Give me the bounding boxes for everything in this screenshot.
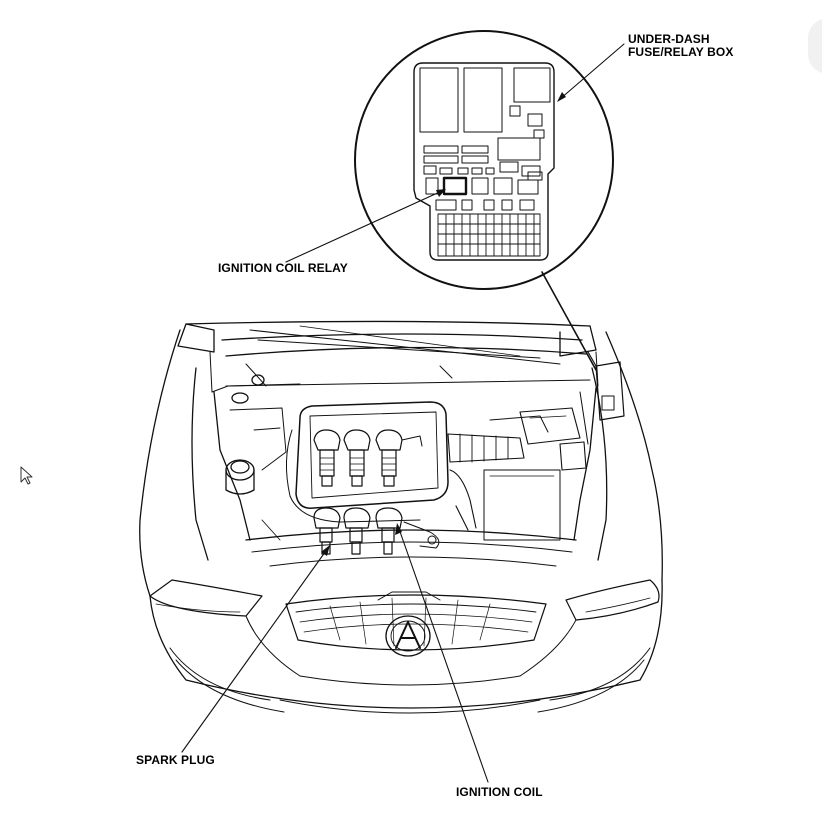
radiator-support (245, 529, 577, 541)
leader-ignition-coil (397, 525, 489, 783)
mouse-pointer-icon (20, 466, 33, 485)
inset-connector (541, 271, 597, 371)
fuse-box-inset (354, 30, 614, 290)
label-fuse-box-line1: UNDER-DASH (628, 32, 710, 46)
leader-relay (285, 189, 445, 263)
left-headlight (149, 579, 263, 617)
label-ignition-coil: IGNITION COIL (456, 785, 543, 799)
ignition-coil-relay-highlight (442, 176, 468, 196)
car-body (139, 320, 663, 714)
rear-coil-3 (375, 429, 403, 487)
label-fuse-box-line2: FUSE/RELAY BOX (628, 45, 734, 59)
front-coil-2 (343, 507, 371, 555)
engine-cover (285, 401, 449, 523)
washer-cap (225, 459, 255, 481)
leader-fuse-box (559, 43, 625, 100)
leader-lines (181, 43, 625, 783)
rear-coil-2 (343, 429, 371, 487)
front-bumper (149, 579, 663, 709)
label-under-dash-fuse-relay-box: UNDER-DASH FUSE/RELAY BOX (628, 33, 733, 59)
right-headlight (565, 579, 660, 621)
acura-logo-icon (385, 615, 431, 657)
front-coil-1 (313, 507, 341, 555)
scroll-edge (808, 18, 822, 74)
leader-spark-plug (181, 547, 329, 753)
fuse-grid (437, 213, 541, 257)
battery-area (519, 391, 589, 471)
underhood-box (587, 351, 625, 421)
fuse-relay-box (413, 62, 555, 261)
label-spark-plug: SPARK PLUG (136, 753, 215, 767)
label-ignition-coil-relay: IGNITION COIL RELAY (218, 261, 348, 275)
inset-circle (354, 30, 614, 290)
rear-coil-1 (313, 429, 341, 487)
rear-coil-row (313, 429, 423, 487)
intake-hose (447, 415, 561, 541)
